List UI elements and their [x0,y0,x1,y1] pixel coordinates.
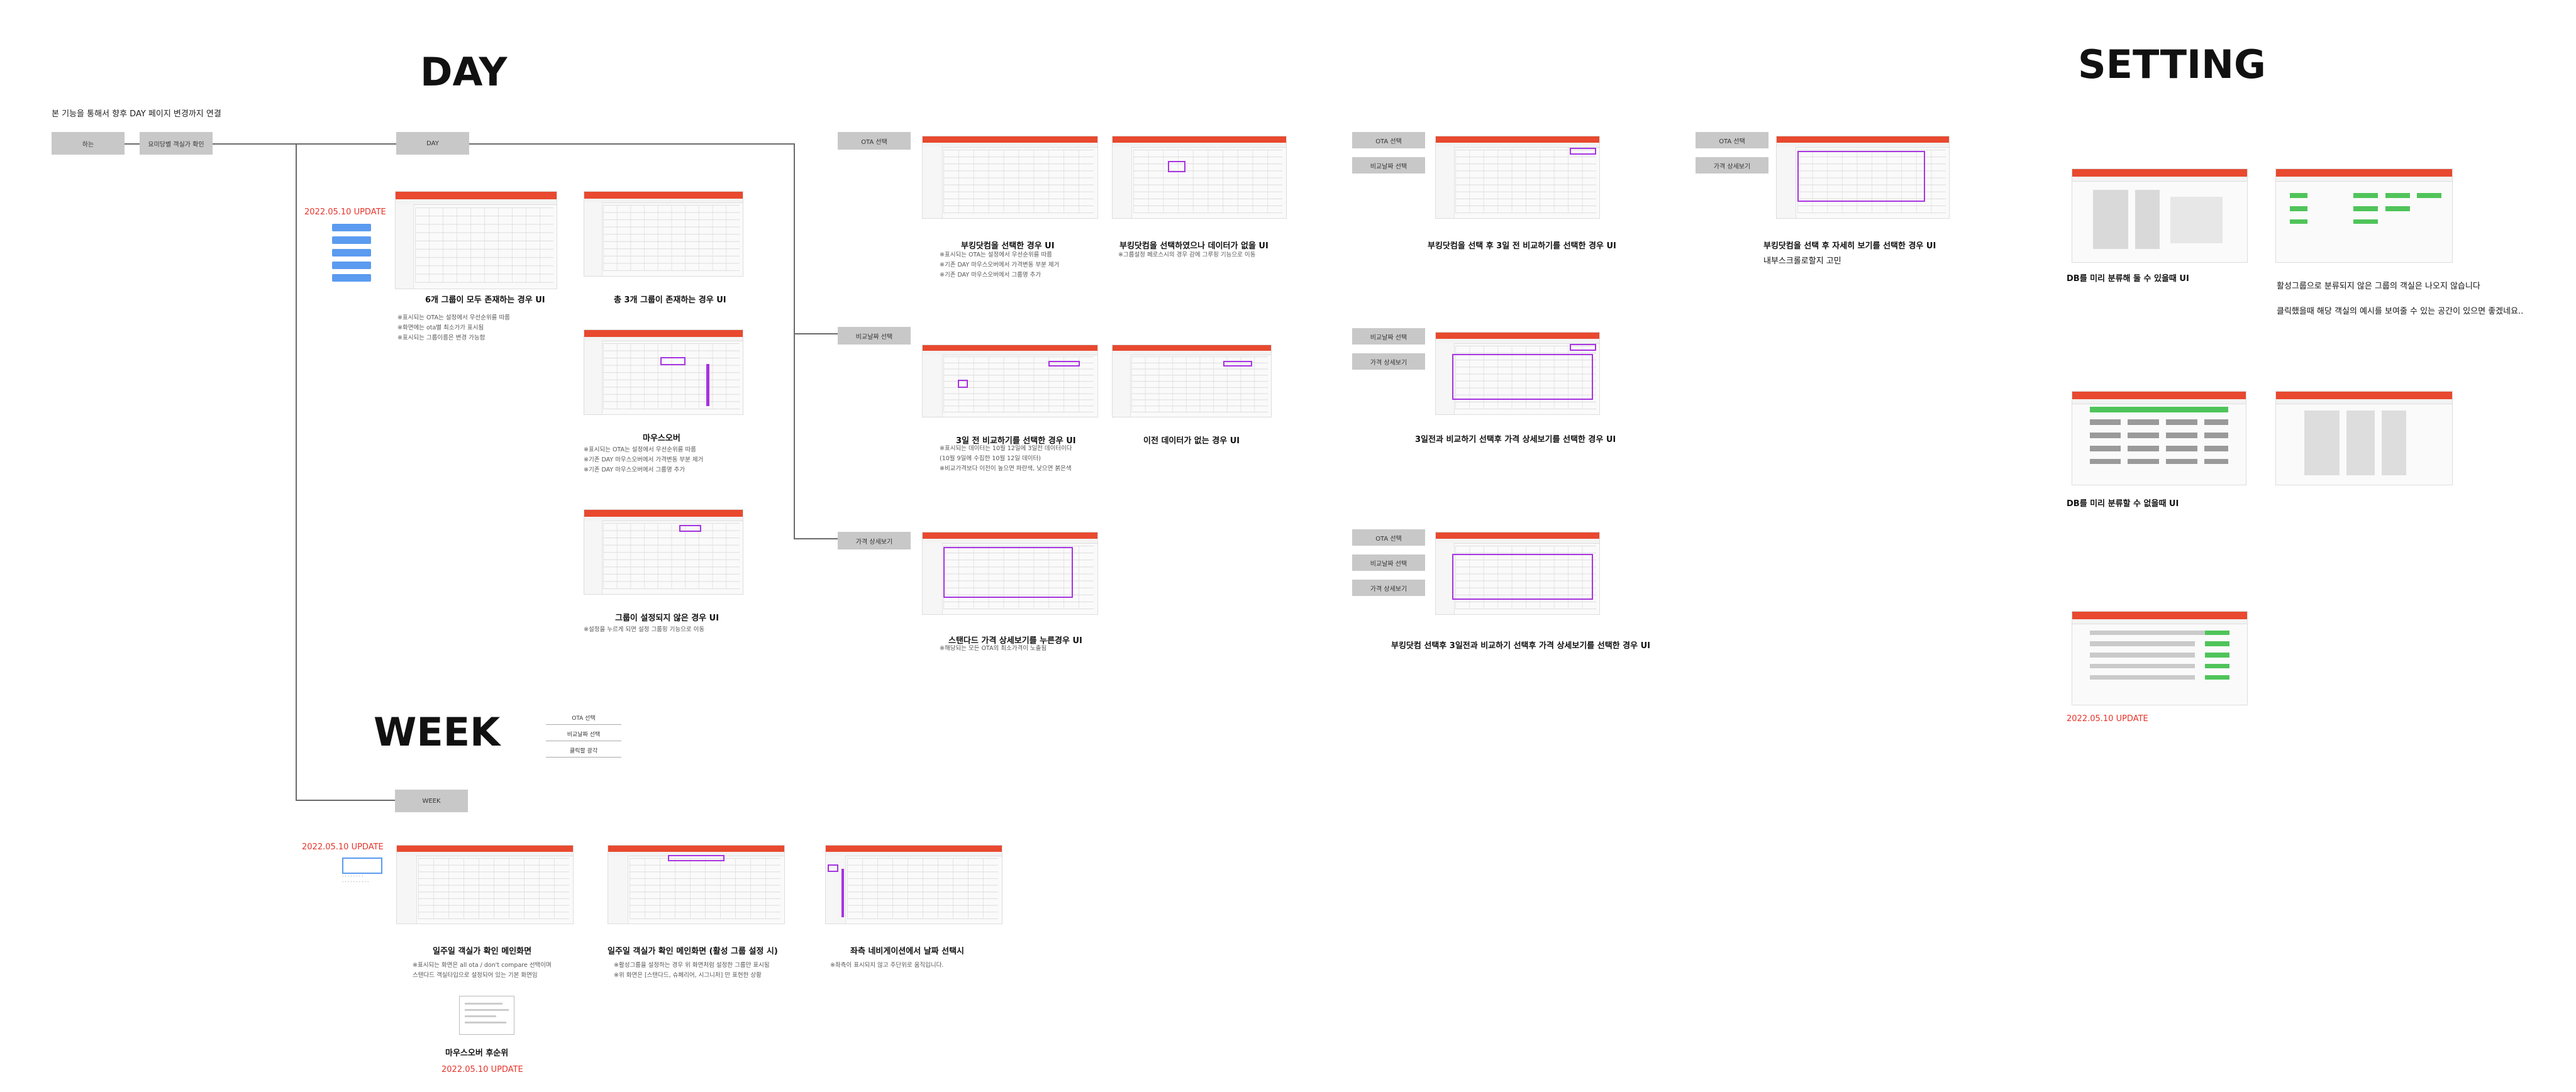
note-compare-3days: ※표시되는 데이터는 10월 12일에 3일전 데이터이다 (10월 9일에 수… [940,445,1072,472]
caption-day-nogroup: 그룹이 설정되지 않은 경우 UI [615,614,719,623]
screenshot-all-options [1435,532,1600,615]
box-g4-ota[interactable]: OTA 선택 [1352,529,1425,546]
box-price-detail[interactable]: 가격 상세보기 [838,532,911,549]
caption-setting-db: DB를 미리 분류해 둘 수 있을때 UI [2067,274,2189,284]
trunk-line [296,143,297,800]
note-day-mouseover: ※표시되는 OTA는 설정에서 우선순위를 따름※기존 DAY 마우스오버에서 … [584,446,704,473]
week-branch-line [296,800,396,801]
caption-setting-groups: 활성그룹으로 분류되지 않은 그룹의 객실은 나오지 않습니다 [2277,282,2480,291]
caption-ota-compare: 부킹닷컴을 선택 후 3일 전 비교하기를 선택한 경우 UI [1428,241,1616,251]
box-compare-date[interactable]: 비교날짜 선택 [838,327,911,345]
screenshot-ota-detail [1776,136,1950,219]
caption-ota-detail-scroll: 내부스크롤로할지 고민 [1763,256,1841,266]
nav-box-week[interactable]: WEEK [395,790,468,812]
note-day-nogroup: ※설정을 누르게 되면 설정 그룹핑 기능으로 이동 [584,626,705,633]
week-mini-calendar [342,858,382,874]
caption-compare-nodata: 이전 데이터가 없는 경우 UI [1143,436,1240,446]
day-section-title: DAY [420,49,508,95]
week-section-title: WEEK [374,709,501,755]
screenshot-setting-nodb-2 [2275,391,2453,485]
screenshot-compare-nodata [1112,345,1272,417]
caption-ota-nodata: 부킹닷컴을 선택하였으나 데이터가 없을 UI [1119,241,1269,251]
group-chip [332,224,371,231]
screenshot-day-6groups [395,191,557,289]
screenshot-price-detail [922,532,1098,615]
note-ota-nodata: ※그룹설정 페로스시의 경우 감에 그루핑 기능으로 이동 [1118,251,1256,258]
nav-box-price-check[interactable]: 요미당별 객실가 확인 [140,132,213,155]
day-branch-trunk [794,143,795,538]
week-update-label: 2022.05.10 UPDATE [302,842,384,852]
screenshot-week-main [396,845,574,924]
week-legend-click: 클릭할 광각 [546,743,621,758]
caption-week-mouseover: 마우스오버 후순위 [445,1049,509,1058]
box-g4-detail[interactable]: 가격 상세보기 [1352,580,1425,596]
screenshot-setting-groups [2275,168,2453,263]
screenshot-compare-detail [1435,332,1600,415]
note-week-active: ※활성그룹을 설정하는 경우 위 화면처럼 설정한 그룹만 표시됨※위 화면은 … [614,962,770,979]
screenshot-ota-nodata [1112,136,1287,219]
caption-week-date: 좌측 네비게이션에서 날짜 선택시 [850,947,965,956]
note-ota-booking: ※표시되는 OTA는 설정에서 우선순위를 따름※기존 DAY 마우스오버에서 … [940,251,1060,279]
screenshot-setting-db [2072,168,2248,263]
caption-price-detail: 스탠다드 가격 상세보기를 누른경우 UI [948,636,1082,646]
caption-week-main: 일주일 객실가 확인 메인화면 [433,947,532,956]
screenshot-day-mouseover [584,329,743,415]
box-g3-detail[interactable]: 가격 상세보기 [1352,353,1425,370]
caption-compare-detail: 3일전과 비교하기 선택후 가격 상세보기를 선택한 경우 UI [1415,435,1616,444]
caption-week-active: 일주일 객실가 확인 메인화면 (활성 그룹 설정 시) [608,947,778,956]
week-legend-ota: OTA 선택 [546,710,621,725]
caption-day-mouseover: 마우스오버 [643,434,680,443]
screenshot-ota-compare [1435,136,1600,219]
nav-box-1[interactable]: 하는 [52,132,125,155]
caption-ota-detail: 부킹닷컴을 선택 후 자세히 보기를 선택한 경우 UI [1763,241,1936,251]
box-g1-ota[interactable]: OTA 선택 [1352,132,1425,148]
caption-day-3groups: 총 3개 그룹이 존재하는 경우 UI [614,295,726,305]
compare-branch-line [794,333,838,334]
day-update-label: 2022.05.10 UPDATE [304,207,386,217]
week-legend-compare: 비교날짜 선택 [546,727,621,741]
group-chip [332,262,371,269]
caption-setting-example: 클릭했을때 해당 객실의 예시를 보여줄 수 있는 공간이 있으면 좋겠네요.. [2277,307,2524,316]
screenshot-day-3groups [584,191,743,277]
screenshot-week-date [825,845,1002,924]
screenshot-setting-nodb [2072,391,2246,485]
box-g4-compare[interactable]: 비교날짜 선택 [1352,554,1425,571]
caption-day-6groups: 6개 그룹이 모두 존재하는 경우 UI [425,295,545,305]
intro-text: 본 기능을 통해서 향후 DAY 페이지 변경까지 연결 [52,109,221,119]
group-chip [332,274,371,282]
box-ota-select[interactable]: OTA 선택 [838,132,911,150]
caption-ota-booking: 부킹닷컴을 선택한 경우 UI [961,241,1055,251]
setting-update-label: 2022.05.10 UPDATE [2067,714,2148,724]
week-mini-note: · · · · · · · ·· · · · · · · · · · [342,874,369,885]
group-chip [332,249,371,256]
group-chip [332,236,371,244]
caption-setting-nodb: DB를 미리 분류할 수 없을때 UI [2067,499,2179,509]
box-g1-compare[interactable]: 비교날짜 선택 [1352,157,1425,174]
week-mouseover-update: 2022.05.10 UPDATE [441,1065,523,1074]
nav-box-day[interactable]: DAY [396,132,469,155]
screenshot-day-nogroup [584,509,743,595]
detail-branch-line [794,538,838,539]
note-day-6groups: ※표시되는 OTA는 설정에서 우선순위를 따름※화면에는 ota별 최소가가 … [397,314,510,341]
screenshot-ota-booking [922,136,1098,219]
week-mouseover-popup [459,996,514,1035]
screenshot-week-active [608,845,785,924]
caption-compare-3days: 3일 전 비교하기를 선택한 경우 UI [956,436,1076,446]
note-week-date: ※좌측이 표시되지 않고 주단위로 움직입니다. [830,962,944,969]
caption-all-options: 부킹닷컴 선택후 3일전과 비교하기 선택후 가격 상세보기를 선택한 경우 U… [1391,641,1651,651]
screenshot-setting-update [2072,611,2248,705]
box-g2-ota[interactable]: OTA 선택 [1696,132,1768,148]
setting-section-title: SETTING [2078,41,2266,87]
screenshot-compare-3days [922,345,1098,417]
box-g3-compare[interactable]: 비교날짜 선택 [1352,328,1425,345]
note-price-detail: ※해당되는 모든 OTA의 최소가격이 노출됨 [940,645,1047,652]
box-g2-detail[interactable]: 가격 상세보기 [1696,157,1768,174]
